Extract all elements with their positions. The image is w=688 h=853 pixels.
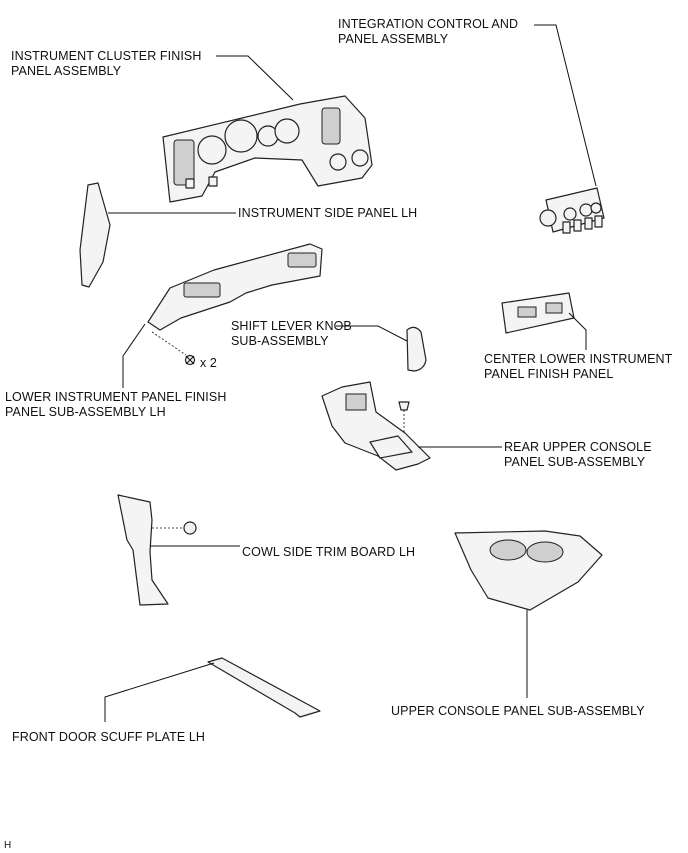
screw-icon	[184, 354, 196, 366]
label-rear-upper-console: REAR UPPER CONSOLE PANEL SUB-ASSEMBLY	[504, 440, 652, 469]
clip-icon	[183, 521, 197, 535]
label-instrument-side-panel: INSTRUMENT SIDE PANEL LH	[238, 206, 418, 220]
label-integration-control: INTEGRATION CONTROL AND PANEL ASSEMBLY	[338, 17, 519, 46]
quantity-note: x 2	[200, 356, 217, 370]
label-front-door-scuff: FRONT DOOR SCUFF PLATE LH	[12, 730, 206, 744]
lower-instrument-panel-finish-panel	[147, 243, 323, 331]
rear-upper-console-panel	[321, 381, 431, 471]
label-instrument-cluster: INSTRUMENT CLUSTER FINISH PANEL ASSEMBLY	[11, 49, 202, 78]
label-shift-lever-knob: SHIFT LEVER KNOB SUB-ASSEMBLY	[231, 319, 352, 348]
corner-code: H	[4, 840, 12, 851]
integration-control-panel	[539, 187, 605, 234]
label-cowl-side-trim: COWL SIDE TRIM BOARD LH	[242, 545, 416, 559]
upper-console-panel	[454, 530, 603, 611]
label-center-lower-panel: CENTER LOWER INSTRUMENT PANEL FINISH PAN…	[484, 352, 673, 381]
label-lower-instrument-panel: LOWER INSTRUMENT PANEL FINISH PANEL SUB-…	[5, 390, 227, 419]
shift-lever-knob	[406, 326, 427, 372]
instrument-cluster-finish-panel	[162, 95, 373, 203]
instrument-side-panel-lh	[79, 182, 111, 288]
front-door-scuff-plate-lh	[207, 657, 321, 718]
center-lower-instrument-panel	[501, 292, 575, 334]
clip-icon	[398, 401, 410, 411]
cowl-side-trim-board-lh	[117, 494, 169, 606]
label-upper-console-panel: UPPER CONSOLE PANEL SUB-ASSEMBLY	[391, 704, 645, 718]
